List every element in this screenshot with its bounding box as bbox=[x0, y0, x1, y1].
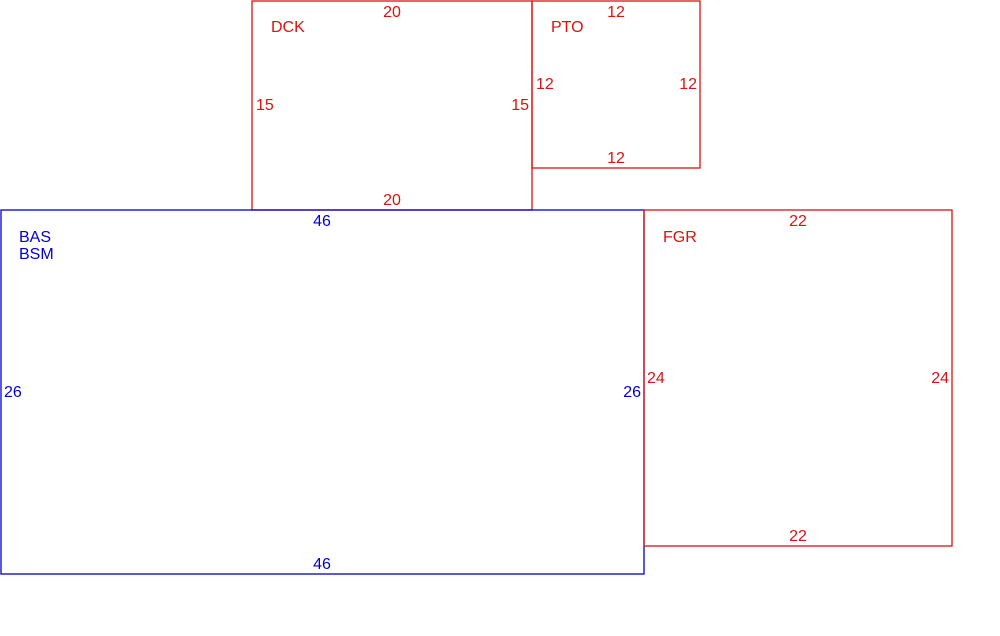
area-pto[interactable]: PTO 12 12 12 12 bbox=[531, 0, 701, 169]
area-pto-code: PTO bbox=[551, 19, 584, 36]
area-bas[interactable]: BAS BSM 46 46 26 26 bbox=[0, 209, 645, 575]
area-dck-code: DCK bbox=[271, 19, 305, 36]
area-bas-top-dimension: 46 bbox=[313, 213, 331, 230]
area-dck-right-dimension: 15 bbox=[511, 97, 529, 114]
area-bas-outline bbox=[0, 209, 645, 575]
area-fgr-bottom-dimension: 22 bbox=[789, 528, 807, 545]
area-bas-left-dimension: 26 bbox=[4, 384, 22, 401]
area-bas-bottom-dimension: 46 bbox=[313, 556, 331, 573]
area-fgr-outline bbox=[643, 209, 953, 547]
area-bas-code-secondary: BSM bbox=[19, 246, 54, 263]
area-fgr-code: FGR bbox=[663, 229, 697, 246]
area-pto-outline bbox=[531, 0, 701, 169]
area-dck-bottom-dimension: 20 bbox=[383, 192, 401, 209]
area-pto-left-dimension: 12 bbox=[536, 76, 554, 93]
area-fgr[interactable]: FGR 22 22 24 24 bbox=[643, 209, 953, 547]
area-dck[interactable]: DCK 20 20 15 15 bbox=[251, 0, 533, 211]
area-pto-right-dimension: 12 bbox=[679, 76, 697, 93]
area-bas-code: BAS bbox=[19, 229, 51, 246]
area-pto-bottom-dimension: 12 bbox=[607, 150, 625, 167]
area-fgr-top-dimension: 22 bbox=[789, 213, 807, 230]
area-bas-right-dimension: 26 bbox=[623, 384, 641, 401]
area-fgr-left-dimension: 24 bbox=[647, 370, 665, 387]
area-fgr-right-dimension: 24 bbox=[931, 370, 949, 387]
area-dck-top-dimension: 20 bbox=[383, 4, 401, 21]
area-dck-left-dimension: 15 bbox=[256, 97, 274, 114]
area-pto-top-dimension: 12 bbox=[607, 4, 625, 21]
